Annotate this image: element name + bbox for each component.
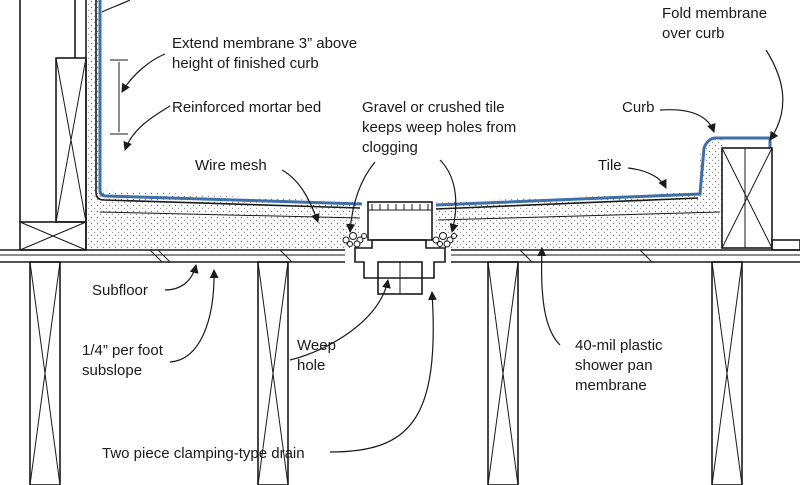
label-plastic-membrane-1: 40-mil plastic bbox=[575, 337, 663, 354]
label-plastic-membrane-2: shower pan bbox=[575, 357, 653, 374]
label-fold-membrane-2: over curb bbox=[662, 25, 725, 42]
label-tile: Tile bbox=[598, 157, 622, 174]
label-curb: Curb bbox=[622, 99, 655, 116]
label-subslope-1: 1/4” per foot bbox=[82, 342, 164, 359]
label-fold-membrane-1: Fold membrane bbox=[662, 5, 767, 22]
label-gravel-3: clogging bbox=[362, 139, 418, 156]
extension-dimension bbox=[110, 59, 128, 135]
label-gravel-1: Gravel or crushed tile bbox=[362, 99, 505, 116]
label-weep-hole-2: hole bbox=[297, 357, 325, 374]
label-plastic-membrane-3: membrane bbox=[575, 377, 647, 394]
label-extend-membrane-2: height of finished curb bbox=[172, 55, 319, 72]
label-extend-membrane-1: Extend membrane 3” above bbox=[172, 35, 357, 52]
label-reinforced-mortar-bed: Reinforced mortar bed bbox=[172, 99, 321, 116]
left-wall bbox=[19, 0, 87, 251]
label-weep-hole-1: Weep bbox=[297, 337, 336, 354]
label-gravel-2: keeps weep holes from bbox=[362, 119, 516, 136]
membrane-line bbox=[95, 0, 772, 221]
drain-assembly bbox=[342, 201, 457, 295]
label-subfloor: Subfloor bbox=[92, 282, 148, 299]
label-wire-mesh: Wire mesh bbox=[195, 157, 267, 174]
leader-lines bbox=[101, 0, 784, 453]
label-subslope-2: subslope bbox=[82, 362, 142, 379]
curb bbox=[721, 147, 800, 251]
label-drain: Two piece clamping-type drain bbox=[102, 445, 305, 462]
floor-joists bbox=[29, 261, 743, 485]
